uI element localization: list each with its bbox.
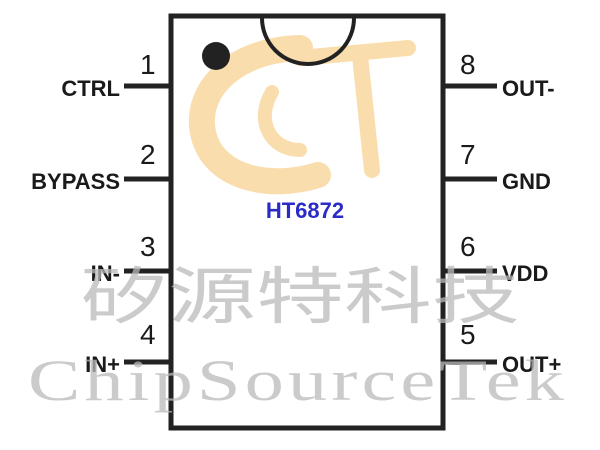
pin-5: 5 OUT+ (443, 319, 561, 377)
pin-label: VDD (502, 261, 548, 286)
watermark-logo-icon (188, 35, 416, 195)
pin-number: 8 (460, 49, 476, 80)
pin-label: IN- (91, 261, 120, 286)
pin1-indicator-dot (202, 42, 230, 70)
pin-1: 1 CTRL (61, 49, 171, 101)
pin-4: 4 IN+ (85, 319, 171, 377)
pin-number: 5 (460, 319, 476, 350)
chip-body (168, 13, 446, 431)
pin-number: 1 (140, 49, 156, 80)
watermark-chinese: 矽源特科技 (80, 260, 520, 333)
pin-label: BYPASS (31, 169, 120, 194)
pin-number: 4 (140, 319, 156, 350)
pin-3: 3 IN- (91, 231, 171, 286)
pin-label: CTRL (61, 76, 120, 101)
pin-label: IN+ (85, 352, 120, 377)
pin-7: 7 GND (443, 139, 551, 194)
pin-label: GND (502, 169, 551, 194)
pin-label: OUT- (502, 76, 555, 101)
pin-number: 7 (460, 139, 476, 170)
pin-number: 3 (140, 231, 156, 262)
part-number: HT6872 (266, 198, 344, 223)
pin-6: 6 VDD (443, 231, 548, 286)
pin-2: 2 BYPASS (31, 139, 171, 194)
pin-label: OUT+ (502, 352, 561, 377)
watermark-english: ChipSourceTek (28, 348, 568, 413)
pin-number: 6 (460, 231, 476, 262)
chip-notch (260, 17, 356, 66)
pin-8: 8 OUT- (443, 49, 555, 101)
pin-number: 2 (140, 139, 156, 170)
